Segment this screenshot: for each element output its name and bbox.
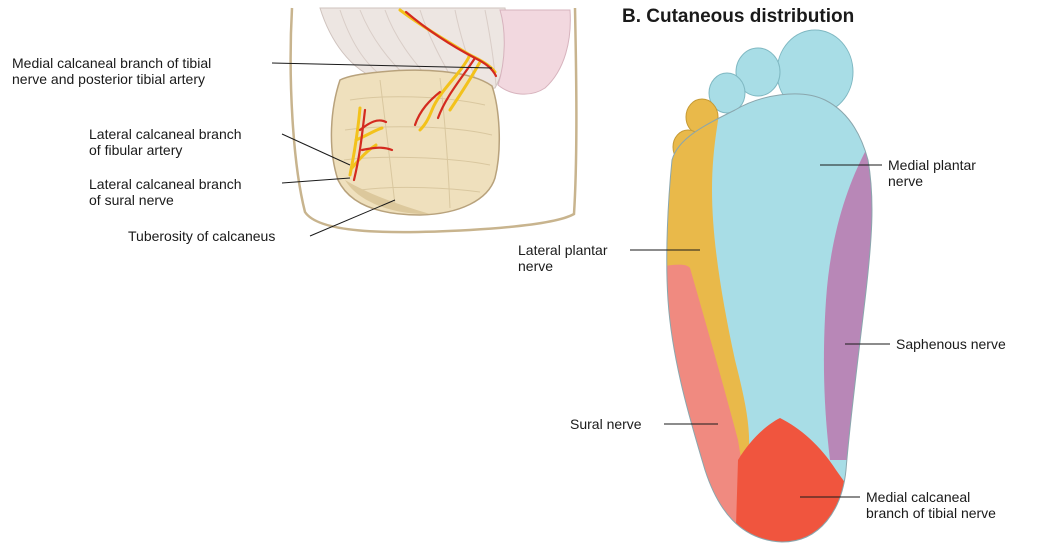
label-lateral-plantar: Lateral plantar nerve bbox=[518, 242, 608, 274]
label-tuberosity: Tuberosity of calcaneus bbox=[128, 228, 275, 244]
label-saphenous: Saphenous nerve bbox=[896, 336, 1006, 352]
sole-illustration bbox=[640, 30, 900, 552]
heel-illustration bbox=[291, 8, 577, 232]
label-medial-calcaneal-artery: Medial calcaneal branch of tibial nerve … bbox=[12, 55, 211, 87]
figure-title: B. Cutaneous distribution bbox=[622, 6, 854, 28]
label-medial-plantar: Medial plantar nerve bbox=[888, 157, 976, 189]
label-medial-calcaneal: Medial calcaneal branch of tibial nerve bbox=[866, 489, 996, 521]
label-sural: Sural nerve bbox=[570, 416, 642, 432]
fat-pad bbox=[498, 10, 570, 94]
label-lateral-calcaneal-sural: Lateral calcaneal branch of sural nerve bbox=[89, 176, 242, 208]
label-lateral-calcaneal-fibular: Lateral calcaneal branch of fibular arte… bbox=[89, 126, 242, 158]
